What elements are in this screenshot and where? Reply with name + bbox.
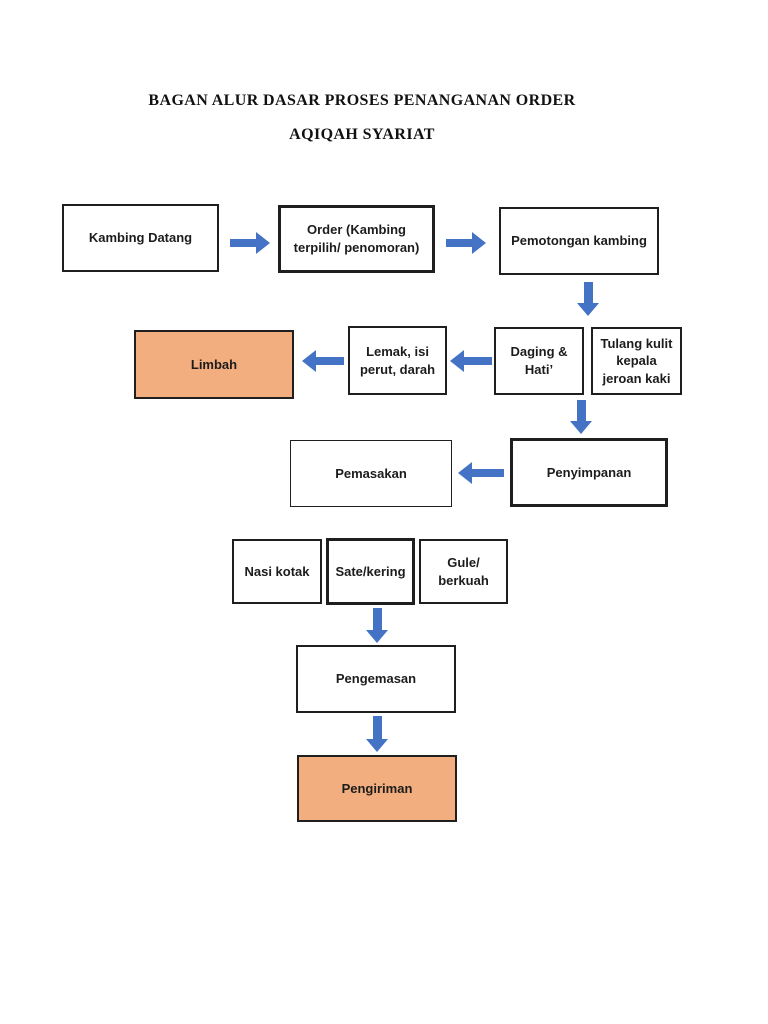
- arrow-head: [450, 350, 464, 372]
- flow-node-sate-kering: Sate/kering: [326, 538, 415, 605]
- arrow-body: [583, 282, 593, 303]
- arrow-head: [366, 630, 388, 643]
- arrow-head: [472, 232, 486, 254]
- flow-node-kambing-datang: Kambing Datang: [62, 204, 219, 272]
- diagram-title-line2: AQIQAH SYARIAT: [289, 126, 435, 143]
- flow-node-label: Nasi kotak: [244, 563, 310, 579]
- flow-node-penyimpanan: Penyimpanan: [510, 438, 668, 507]
- flow-node-label: Gule/ berkuah: [438, 554, 489, 588]
- flow-node-label: Tulang kulit kepala jeroan kaki: [600, 335, 673, 386]
- arrow-body: [372, 608, 382, 630]
- flow-node-pengiriman: Pengiriman: [297, 755, 457, 822]
- arrow-head: [577, 303, 599, 316]
- flow-node-label: Order (Kambing terpilih/ penomoran): [293, 222, 420, 255]
- flow-node-label: Kambing Datang: [88, 230, 193, 246]
- arrow-body: [472, 469, 504, 477]
- flow-node-lemak: Lemak, isi perut, darah: [348, 326, 447, 395]
- arrow-body: [372, 716, 382, 739]
- flow-arrow-left-1: [302, 350, 344, 372]
- flow-node-pemasakan: Pemasakan: [290, 440, 452, 507]
- flow-node-label: Pemotongan kambing: [511, 233, 647, 249]
- flow-arrow-down-3: [366, 608, 388, 643]
- flow-arrow-left-3: [458, 462, 504, 484]
- arrow-head: [302, 350, 316, 372]
- arrow-body: [464, 357, 492, 365]
- arrow-head: [570, 421, 592, 434]
- flow-node-limbah: Limbah: [134, 330, 294, 399]
- arrow-head: [256, 232, 270, 254]
- flow-arrow-right-1: [230, 232, 270, 254]
- arrow-body: [446, 239, 472, 247]
- flow-node-pengemasan: Pengemasan: [296, 645, 456, 713]
- diagram-title-line1: BAGAN ALUR DASAR PROSES PENANGANAN ORDER: [148, 92, 576, 109]
- flow-node-gule-berkuah: Gule/ berkuah: [419, 539, 508, 604]
- arrow-head: [458, 462, 472, 484]
- flow-arrow-down-4: [366, 716, 388, 752]
- flow-node-label: Pemasakan: [335, 465, 407, 481]
- flow-arrow-down-1: [577, 282, 599, 316]
- flow-node-label: Sate/kering: [335, 563, 406, 579]
- flow-node-nasi-kotak: Nasi kotak: [232, 539, 322, 604]
- flow-arrow-down-2: [570, 400, 592, 434]
- flow-node-label: Pengemasan: [335, 671, 417, 687]
- flow-arrow-left-2: [450, 350, 492, 372]
- arrow-body: [316, 357, 344, 365]
- flow-node-label: Lemak, isi perut, darah: [359, 343, 436, 377]
- flow-arrow-right-2: [446, 232, 486, 254]
- flow-node-label: Pengiriman: [341, 780, 413, 796]
- arrow-head: [366, 739, 388, 752]
- flow-node-label: Limbah: [190, 356, 238, 372]
- flow-node-label: Penyimpanan: [546, 464, 632, 480]
- arrow-body: [576, 400, 586, 421]
- flow-node-order: Order (Kambing terpilih/ penomoran): [278, 205, 435, 273]
- flow-node-label: Daging & Hati’: [510, 344, 568, 377]
- arrow-body: [230, 239, 256, 247]
- flow-node-daging-hati: Daging & Hati’: [494, 327, 584, 395]
- flow-node-tulang: Tulang kulit kepala jeroan kaki: [591, 327, 682, 395]
- flow-node-pemotongan: Pemotongan kambing: [499, 207, 659, 275]
